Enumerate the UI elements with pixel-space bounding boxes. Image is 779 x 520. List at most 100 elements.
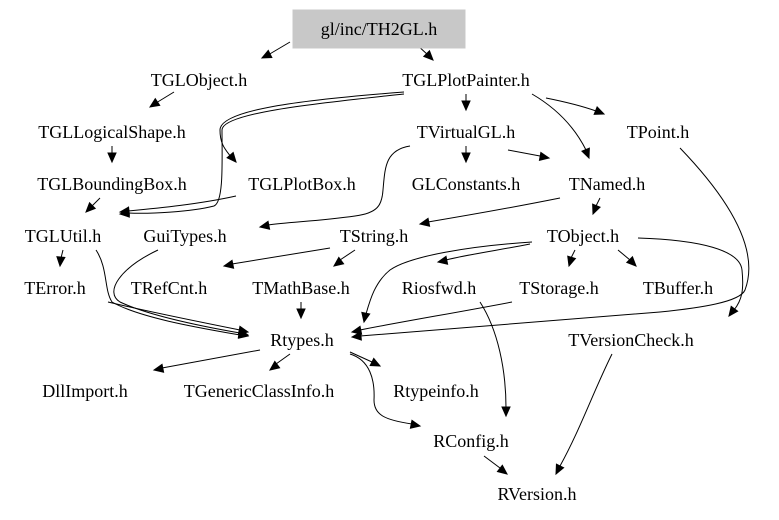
node-label: TGenericClassInfo.h <box>184 381 334 401</box>
arrowhead-icon <box>361 311 371 324</box>
node-tstring[interactable]: TString.h <box>340 226 409 246</box>
edge-line <box>545 97 597 112</box>
node-tstorage[interactable]: TStorage.h <box>519 278 598 298</box>
arrowhead-icon <box>56 256 66 268</box>
edge-tnamed-to-tobject <box>592 197 601 216</box>
edge-tglobject-to-tgllogicalshape <box>148 91 175 108</box>
node-label: Rtypes.h <box>270 330 334 350</box>
node-label: GLConstants.h <box>412 174 521 194</box>
edge-tversioncheck-to-rversion <box>555 353 613 476</box>
node-label: TGLUtil.h <box>25 226 102 246</box>
edge-line <box>637 237 744 311</box>
arrowhead-icon <box>418 217 431 227</box>
edge-tmathbase-to-rtypes <box>296 302 306 320</box>
node-label: DllImport.h <box>42 381 128 401</box>
edge-line <box>445 243 531 261</box>
edge-tglplotbox-to-tglutil <box>118 195 237 216</box>
edge-riosfwd-to-rconfig <box>479 301 511 418</box>
arrowhead-icon <box>369 357 382 367</box>
arrowhead-icon <box>258 220 271 230</box>
edge-rtypes-to-rconfig <box>349 353 422 429</box>
node-label: TRefCnt.h <box>131 278 208 298</box>
edge-line <box>91 197 101 207</box>
edge-tvirtualgl-to-glconstants <box>461 146 471 164</box>
edge-line <box>570 249 576 259</box>
arrowhead-icon <box>269 360 281 371</box>
edge-tobject-to-tversioncheck <box>637 237 744 317</box>
node-tnamed[interactable]: TNamed.h <box>569 174 645 194</box>
edge-layer <box>56 41 750 476</box>
edge-line <box>531 93 587 151</box>
node-riosfwd[interactable]: Riosfwd.h <box>402 278 477 298</box>
node-label: TVersionCheck.h <box>568 330 693 350</box>
node-terror[interactable]: TError.h <box>24 278 85 298</box>
node-label: TGLObject.h <box>151 70 247 90</box>
edge-line <box>359 147 750 337</box>
edge-rtypes-to-tgenericclassinfo <box>269 353 291 371</box>
edge-tobject-to-tstorage <box>567 249 577 268</box>
edge-line <box>349 353 413 425</box>
node-rtypes[interactable]: Rtypes.h <box>270 330 334 350</box>
node-glconstants[interactable]: GLConstants.h <box>412 174 521 194</box>
edge-tglboundingbox-to-tglutil <box>85 197 101 213</box>
edge-tvirtualgl-to-tnamed <box>507 149 551 161</box>
node-rtypeinfo[interactable]: Rtypeinfo.h <box>393 381 479 401</box>
arrowhead-icon <box>148 97 161 108</box>
arrowhead-icon <box>422 49 434 61</box>
node-rconfig[interactable]: RConfig.h <box>433 431 509 451</box>
arrowhead-icon <box>461 100 471 112</box>
node-tglboundingbox[interactable]: TGLBoundingBox.h <box>37 174 187 194</box>
arrowhead-icon <box>728 305 739 317</box>
edge-line <box>127 93 405 214</box>
arrowhead-icon <box>409 419 422 429</box>
node-rversion[interactable]: RVersion.h <box>497 484 576 504</box>
edge-line <box>155 91 175 104</box>
node-dllimport[interactable]: DllImport.h <box>42 381 128 401</box>
edge-line <box>127 195 237 212</box>
node-tglplotbox[interactable]: TGLPlotBox.h <box>248 174 356 194</box>
node-guitypes[interactable]: GuiTypes.h <box>143 226 226 246</box>
node-tglplotpainter[interactable]: TGLPlotPainter.h <box>402 70 530 90</box>
node-label: TObject.h <box>547 226 619 246</box>
node-tmathbase[interactable]: TMathBase.h <box>252 278 349 298</box>
node-tgenericclassinfo[interactable]: TGenericClassInfo.h <box>184 381 334 401</box>
node-label: RVersion.h <box>497 484 576 504</box>
node-tglutil[interactable]: TGLUtil.h <box>25 226 102 246</box>
edge-line <box>479 301 507 409</box>
edge-tgllogicalshape-to-tglboundingbox <box>107 146 117 164</box>
node-tobject[interactable]: TObject.h <box>547 226 619 246</box>
node-tvirtualgl[interactable]: TVirtualGL.h <box>417 122 515 142</box>
edge-tstring-to-trefcnt <box>222 247 331 269</box>
node-label: TBuffer.h <box>643 278 713 298</box>
node-label: TVirtualGL.h <box>417 122 515 142</box>
node-label: TGLLogicalShape.h <box>38 122 185 142</box>
arrowhead-icon <box>567 255 577 268</box>
edge-line <box>267 145 411 226</box>
node-tpoint[interactable]: TPoint.h <box>627 122 690 142</box>
node-label: TMathBase.h <box>252 278 349 298</box>
node-trefcnt[interactable]: TRefCnt.h <box>131 278 208 298</box>
edge-tobject-to-riosfwd <box>436 243 531 265</box>
node-label: Rtypeinfo.h <box>393 381 479 401</box>
edge-line <box>113 249 241 334</box>
edge-line <box>427 197 561 223</box>
node-label: Riosfwd.h <box>402 278 477 298</box>
edge-tvirtualgl-to-guitypes <box>258 145 411 230</box>
edge-line <box>559 353 613 467</box>
node-label: TError.h <box>24 278 85 298</box>
node-label: GuiTypes.h <box>143 226 226 246</box>
edge-line <box>95 249 241 336</box>
node-tbuffer[interactable]: TBuffer.h <box>643 278 713 298</box>
node-tversioncheck[interactable]: TVersionCheck.h <box>568 330 693 350</box>
arrowhead-icon <box>152 363 165 373</box>
arrowhead-icon <box>350 331 362 341</box>
node-tglobject[interactable]: TGLObject.h <box>151 70 247 90</box>
node-th2gl[interactable]: gl/inc/TH2GL.h <box>292 9 466 49</box>
node-tgllogicalshape[interactable]: TGLLogicalShape.h <box>38 122 185 142</box>
node-label: TGLBoundingBox.h <box>37 174 187 194</box>
arrowhead-icon <box>496 464 508 475</box>
edge-line <box>339 249 356 261</box>
edge-line <box>507 149 541 157</box>
